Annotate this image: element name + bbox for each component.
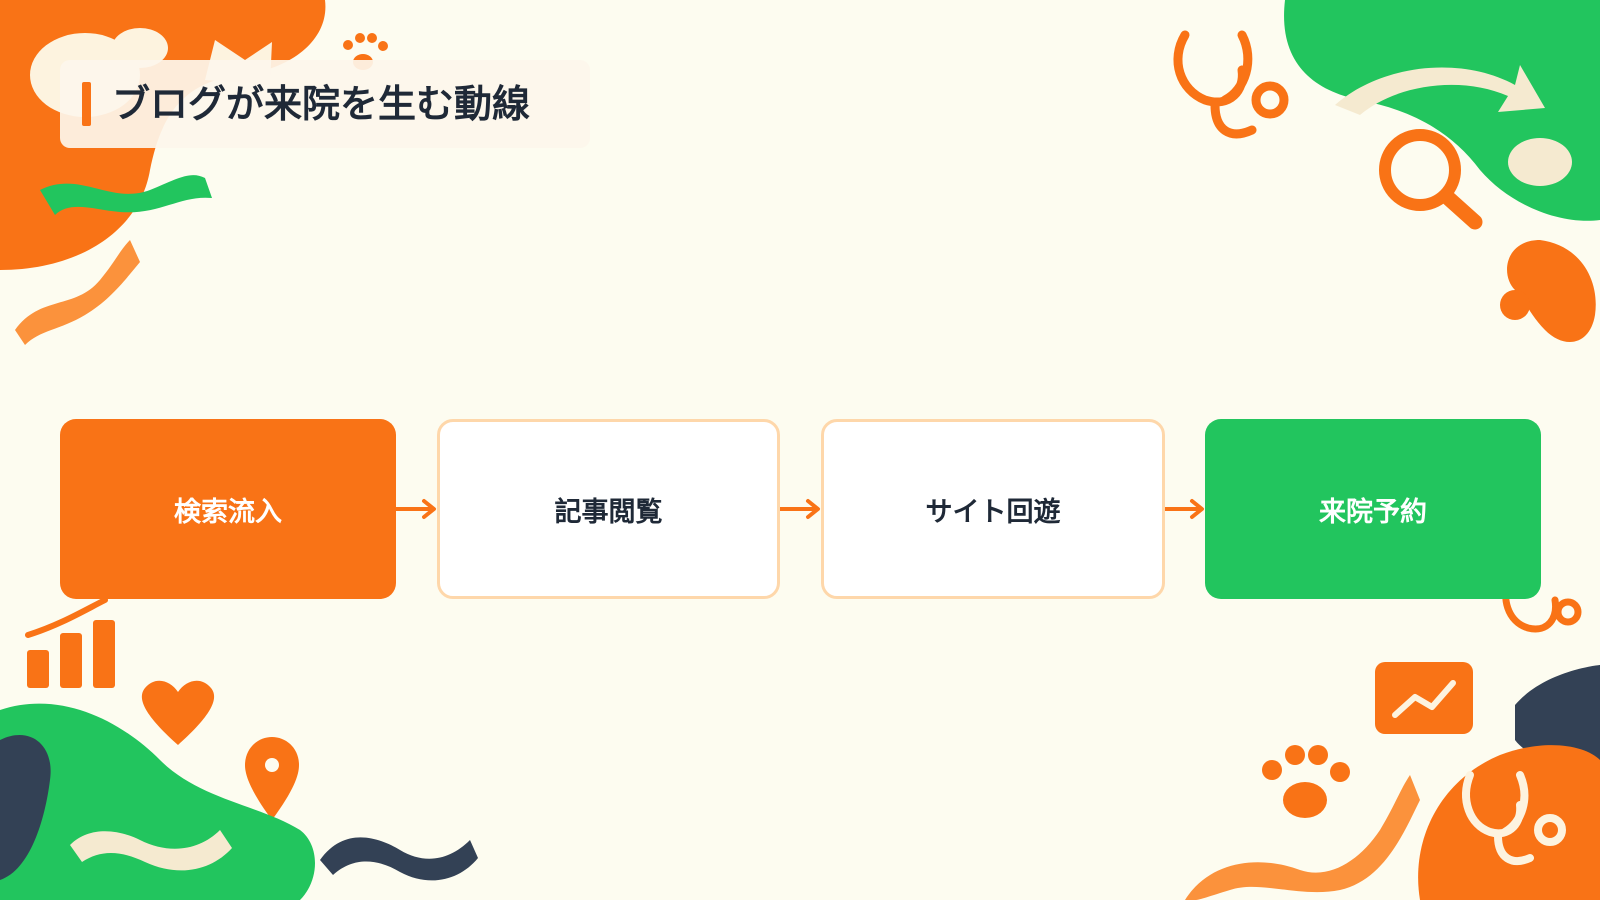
curved-arrow-icon [1335, 65, 1545, 115]
bar-chart-icon [27, 620, 115, 688]
orange-blob-bottom-right [1418, 745, 1600, 900]
green-blob-bottom-left [0, 703, 315, 900]
navy-blob-bottom-left [0, 734, 51, 880]
title-accent-bar [82, 82, 91, 126]
flow-arrow [396, 499, 436, 519]
green-blob-top-right [1284, 0, 1600, 221]
flow-arrow [1165, 499, 1204, 519]
stethoscope-icon [1173, 30, 1289, 139]
navy-wave [320, 837, 478, 881]
orange-blob-right [1507, 240, 1596, 342]
magnifier-icon [1379, 129, 1483, 230]
stethoscope-icon [1462, 771, 1566, 866]
paw-icon [1262, 745, 1350, 818]
map-pin-icon [245, 737, 299, 820]
flow-step-booking: 来院予約 [1205, 419, 1541, 599]
flow-step-site-browse: サイト回遊 [821, 419, 1165, 599]
flow-step-search: 検索流入 [60, 419, 396, 599]
orange-ribbon [15, 240, 140, 345]
flow-step-article: 記事閲覧 [437, 419, 780, 599]
title-card: ブログが来院を生む動線 [60, 60, 590, 148]
beige-wave [70, 830, 232, 871]
green-ribbon [40, 175, 212, 215]
orange-ribbon-bottom [1185, 775, 1420, 900]
heart-icon [141, 680, 215, 745]
line-chart-icon [1375, 662, 1473, 734]
navy-blob-bottom-right [1515, 665, 1600, 780]
page-title: ブログが来院を生む動線 [112, 82, 531, 126]
flow-arrow [780, 499, 820, 519]
trend-arrow [25, 597, 108, 638]
